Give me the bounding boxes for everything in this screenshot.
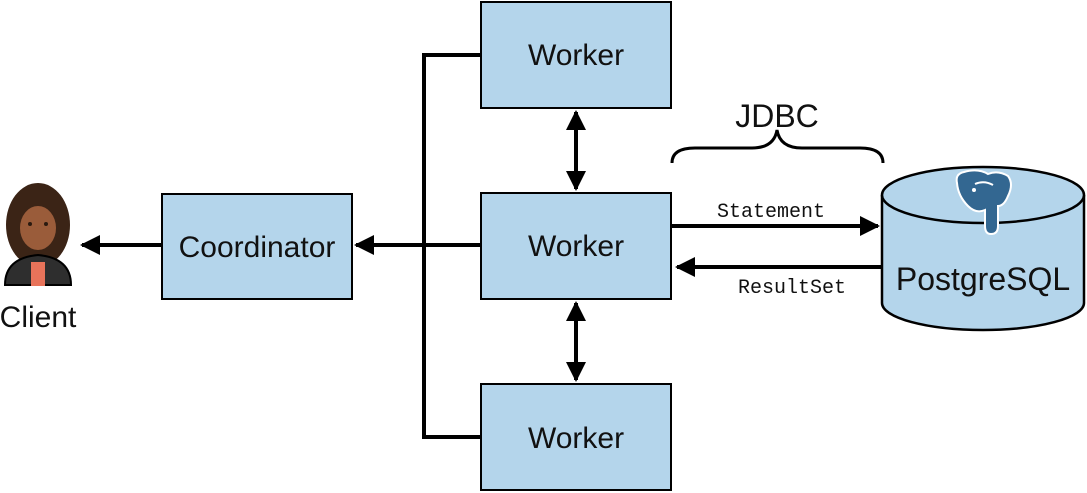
- jdbc-brace: [670, 129, 885, 164]
- worker-label-top: Worker: [528, 39, 624, 72]
- person-icon: [3, 183, 73, 286]
- worker-box-bottom: [480, 383, 672, 491]
- worker-box-middle: [480, 192, 672, 300]
- resultset-label: ResultSet: [738, 277, 846, 300]
- postgresql-database: [880, 165, 1086, 332]
- jdbc-label: JDBC: [735, 98, 819, 134]
- statement-label: Statement: [717, 201, 825, 224]
- worker-label-middle: Worker: [528, 230, 624, 263]
- postgresql-label: PostgreSQL: [896, 261, 1070, 297]
- postgresql-elephant-icon: [955, 169, 1012, 236]
- coordinator-label: Coordinator: [179, 231, 336, 264]
- client-label: Client: [0, 301, 77, 334]
- coordinator-box: [161, 193, 353, 300]
- worker-box-top: [480, 1, 672, 109]
- worker-label-bottom: Worker: [528, 422, 624, 455]
